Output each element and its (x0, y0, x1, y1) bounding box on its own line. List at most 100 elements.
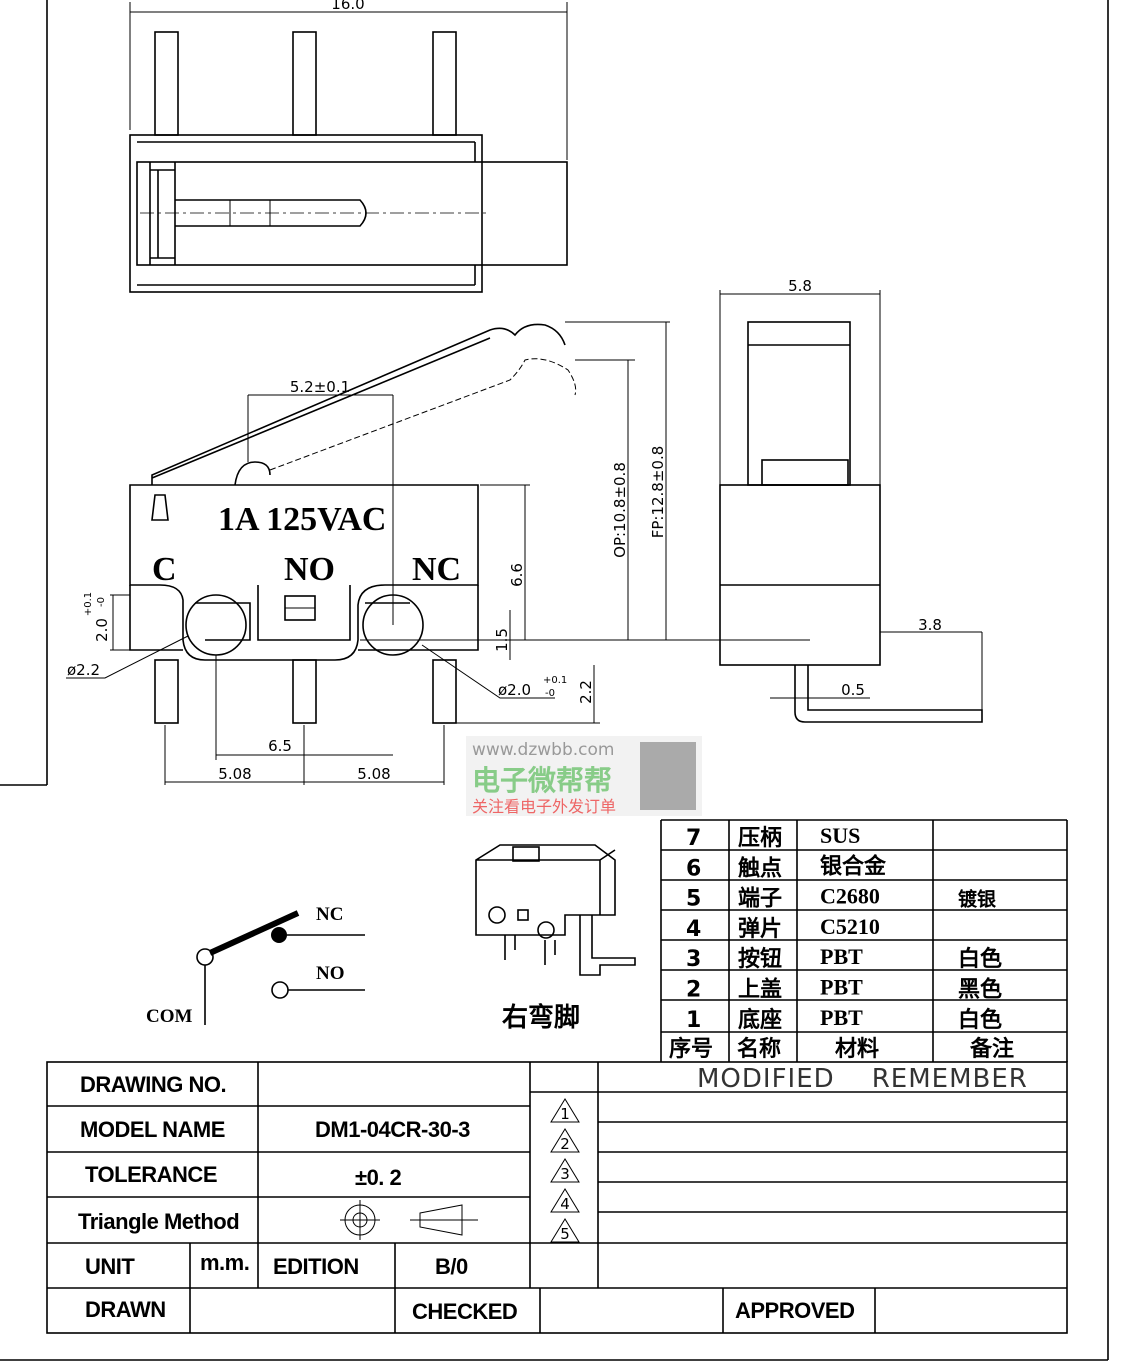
watermark-url: www.dzwbb.com (472, 740, 614, 760)
edition-value: B/0 (435, 1254, 468, 1279)
header-no: 序号 (669, 1036, 713, 1062)
dim-pitch-b: 5.08 (357, 765, 390, 783)
part-no: 2 (686, 978, 701, 1003)
dim-height: 6.6 (508, 563, 526, 587)
parts-row: 7 压柄 SUS (686, 823, 860, 851)
part-no: 6 (686, 856, 701, 881)
part-name: 底座 (738, 1007, 782, 1033)
checked-label: CHECKED (412, 1299, 517, 1324)
header-note: 备注 (969, 1036, 1014, 1062)
dim-tol-minus: -0 (96, 597, 107, 607)
dim-op: OP:10.8±0.8 (611, 462, 629, 558)
part-note: 镀银 (958, 888, 997, 911)
drawing-no-label: DRAWING NO. (80, 1072, 226, 1097)
schematic-no: NO (316, 963, 345, 984)
schematic-com: COM (146, 1006, 193, 1027)
dim-0-5: 0.5 (841, 681, 865, 699)
title-block: DRAWING NO. MODEL NAME DM1-04CR-30-3 TOL… (46, 1061, 1068, 1334)
qr-code-icon (640, 742, 696, 810)
part-material: 银合金 (820, 853, 887, 879)
model-name-value: DM1-04CR-30-3 (315, 1117, 470, 1142)
schematic-nc: NC (316, 904, 343, 925)
dim-dia-2-2: ø2.2 (67, 661, 100, 679)
dim-fp: FP:12.8±0.8 (649, 446, 667, 539)
side-view: 1A 125VAC C NO NC 5.2±0.1 6.6 OP:10.8±0.… (66, 321, 810, 785)
watermark-slogan: 关注看电子外发订单 (472, 797, 616, 816)
model-name-label: MODEL NAME (80, 1117, 225, 1142)
revision-triangle-icon: 1 (550, 1098, 580, 1123)
dim-width-5-8: 5.8 (788, 277, 812, 295)
revision-number: 5 (560, 1225, 570, 1243)
part-material: C5210 (820, 914, 880, 939)
part-no: 7 (686, 826, 701, 851)
part-material: PBT (820, 944, 863, 969)
part-material: PBT (820, 975, 863, 1000)
terminal-c-label: C (152, 551, 177, 588)
rating-label: 1A 125VAC (218, 501, 386, 538)
unit-label: UNIT (85, 1254, 135, 1279)
tolerance-value: ±0. 2 (355, 1165, 402, 1190)
revision-triangle-icon: 4 (550, 1188, 580, 1213)
part-note: 白色 (958, 1007, 1002, 1033)
dim-pitch-a: 5.08 (218, 765, 251, 783)
iso-caption: 右弯脚 (502, 1002, 580, 1033)
part-note: 黑色 (958, 977, 1002, 1003)
part-material: C2680 (820, 884, 880, 909)
dim-lever: 5.2±0.1 (290, 378, 350, 396)
part-material: SUS (820, 823, 860, 848)
header-name: 名称 (737, 1036, 781, 1062)
triangle-method-label: Triangle Method (78, 1209, 239, 1234)
part-name: 按钮 (738, 946, 782, 972)
dim-3-8: 3.8 (918, 616, 942, 634)
revision-triangle-icon: 2 (550, 1128, 580, 1153)
watermark-brand: 电子微帮帮 (472, 764, 612, 797)
dim-pitch-6-5: 6.5 (268, 737, 292, 755)
part-no: 4 (686, 917, 701, 942)
isometric-view: 右弯脚 (475, 844, 636, 1033)
approved-label: APPROVED (735, 1298, 854, 1323)
parts-row: 5 端子 C2680 镀银 (686, 884, 997, 912)
terminal-no-label: NO (284, 551, 335, 588)
edition-label: EDITION (273, 1254, 359, 1279)
third-angle-projection-icon (340, 1200, 478, 1240)
dim-2-2: 2.2 (577, 680, 595, 704)
revision-number: 1 (560, 1105, 570, 1123)
dim-dia-tol-minus: -0 (545, 688, 555, 699)
part-no: 1 (686, 1008, 701, 1033)
tolerance-label: TOLERANCE (85, 1162, 217, 1187)
revision-triangle-icon: 5 (550, 1218, 580, 1243)
unit-value: m.m. (200, 1250, 249, 1275)
terminal-nc-label: NC (412, 551, 461, 588)
top-view: 16.0 (129, 0, 568, 293)
dim-hole-height: 2.0 (93, 618, 111, 642)
dim-1-5: 1.5 (493, 628, 511, 652)
parts-row: 4 弹片 C5210 (686, 914, 880, 942)
dim-width-16: 16.0 (331, 0, 364, 13)
dim-dia-2-0: ø2.0 (498, 681, 531, 699)
parts-row: 1 底座 PBT 白色 (686, 1005, 1002, 1033)
part-no: 3 (686, 947, 701, 972)
part-material: PBT (820, 1005, 863, 1030)
dim-tol-plus: +0.1 (83, 592, 94, 616)
dim-dia-tol-plus: +0.1 (543, 675, 567, 686)
part-note: 白色 (958, 946, 1002, 972)
parts-row: 6 触点 银合金 (686, 853, 887, 881)
right-view: 5.8 3.8 0.5 (719, 277, 983, 723)
switch-schematic: NC NO COM (146, 904, 365, 1027)
watermark: www.dzwbb.com 电子微帮帮 关注看电子外发订单 (466, 736, 702, 816)
parts-row: 3 按钮 PBT 白色 (686, 944, 1002, 972)
part-name: 触点 (738, 855, 782, 881)
header-material: 材料 (835, 1037, 879, 1062)
revision-triangle-icon: 3 (550, 1158, 580, 1183)
revision-number: 2 (560, 1135, 570, 1153)
part-name: 端子 (738, 887, 782, 912)
revision-number: 3 (560, 1165, 570, 1183)
revision-number: 4 (560, 1195, 570, 1213)
part-name: 压柄 (738, 826, 782, 851)
part-name: 弹片 (738, 917, 782, 942)
part-no: 5 (686, 887, 701, 912)
